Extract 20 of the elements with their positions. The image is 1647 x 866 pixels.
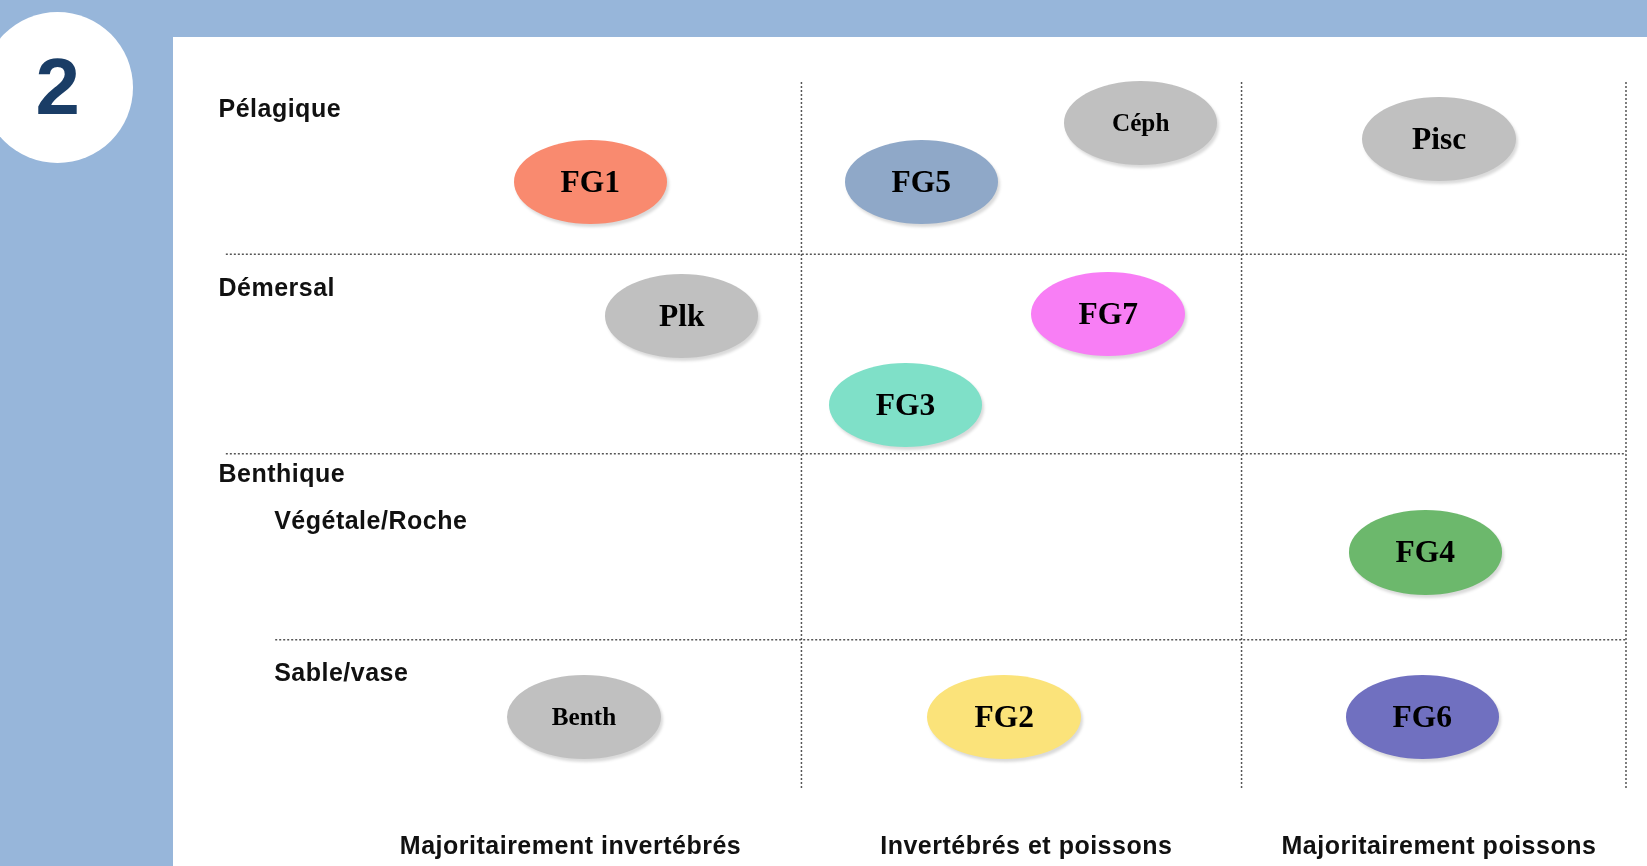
group-label: Pisc: [1411, 120, 1467, 157]
group-label: FG1: [560, 163, 621, 200]
column-label: Invertébrés et poissons: [880, 830, 1173, 860]
group-label: Benth: [551, 703, 617, 732]
column-label: Majoritairement invertébrés: [399, 830, 742, 860]
group-label: FG2: [974, 699, 1034, 736]
row-sublabel: Végétale/Roche: [274, 506, 468, 536]
column-label: Majoritairement poissons: [1281, 830, 1597, 860]
group-label: FG6: [1392, 699, 1452, 736]
group-label: FG7: [1078, 296, 1138, 333]
group-label: FG5: [891, 163, 951, 200]
row-label: Benthique: [218, 458, 346, 488]
step-number: 2: [35, 41, 80, 134]
group-label: FG3: [875, 387, 936, 424]
row-label: Pélagique: [218, 94, 342, 124]
group-label: FG4: [1395, 534, 1456, 571]
group-label: Plk: [658, 298, 705, 335]
row-sublabel: Sable/vase: [274, 658, 409, 688]
group-label: Céph: [1112, 108, 1170, 137]
row-label: Démersal: [218, 272, 336, 302]
